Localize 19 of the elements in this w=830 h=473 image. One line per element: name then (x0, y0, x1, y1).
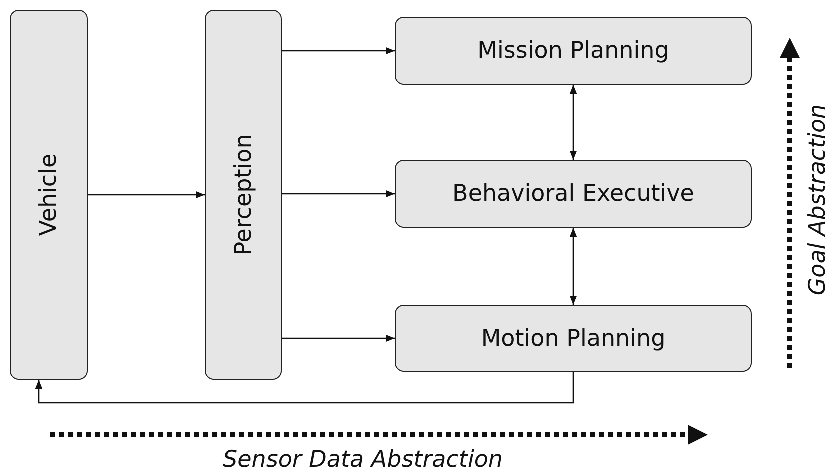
node-label: Behavioral Executive (452, 181, 694, 207)
arrow (282, 190, 395, 198)
arrow (282, 47, 395, 55)
process-box (395, 17, 752, 85)
process-box (205, 10, 282, 380)
process-box (10, 10, 88, 380)
arrow (282, 334, 395, 342)
arrow (35, 372, 574, 404)
process-box (395, 305, 752, 372)
arrow (88, 191, 205, 199)
node-label: Motion Planning (481, 326, 666, 352)
node-label: Mission Planning (478, 38, 670, 64)
axis-label: Sensor Data Abstraction (223, 447, 503, 473)
node-label: Vehicle (36, 154, 62, 236)
node-label: Perception (230, 134, 256, 256)
arrow (570, 85, 578, 160)
arrow (570, 228, 578, 305)
process-box (395, 160, 752, 228)
axis-label: Goal Abstraction (805, 104, 830, 296)
